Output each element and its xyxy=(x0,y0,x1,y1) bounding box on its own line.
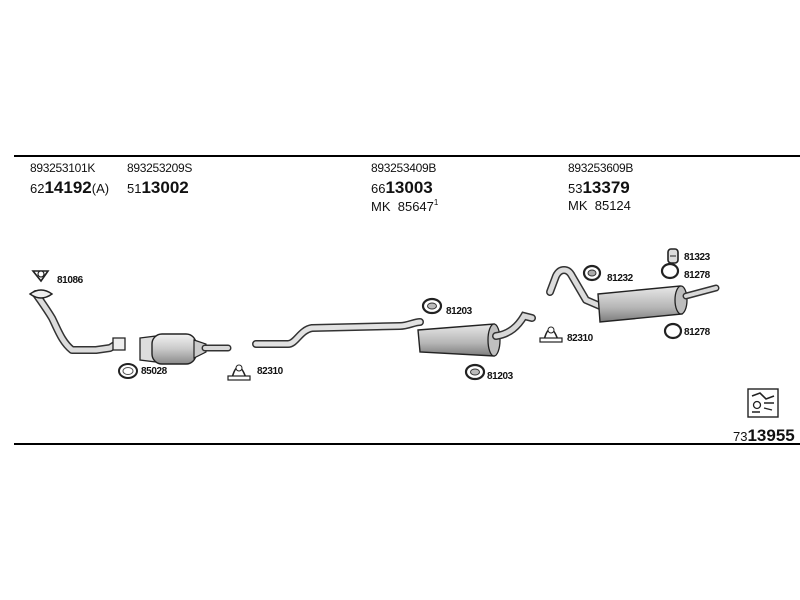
part-number-main: 14192 xyxy=(44,178,92,197)
mk-label: MK xyxy=(371,199,391,214)
label-ring-rear-left[interactable]: 81232 xyxy=(607,273,633,284)
exhaust-kit-icon xyxy=(747,388,779,418)
mk-number: 85124 xyxy=(594,198,631,213)
part-number[interactable]: 5313379 xyxy=(568,179,633,196)
set-number-prefix: 73 xyxy=(733,429,748,444)
label-ring-rear-top[interactable]: 81278 xyxy=(684,270,710,281)
oe-code: 893253409B xyxy=(371,161,437,175)
part-number-main: 13003 xyxy=(385,178,433,197)
rear-muffler[interactable] xyxy=(546,266,720,323)
label-ring-mid-top[interactable]: 81203 xyxy=(446,306,472,317)
mk-label: MK xyxy=(568,198,588,213)
mk-number: 85647 xyxy=(397,199,434,214)
oe-code: 893253609B xyxy=(568,161,634,175)
rear-hanger[interactable] xyxy=(667,248,679,264)
rear-ring-top[interactable] xyxy=(660,262,680,280)
middle-ring-top[interactable] xyxy=(421,297,443,315)
mounting-kit[interactable]: MK 856471 xyxy=(371,198,439,214)
label-ring-rear-bottom[interactable]: 81278 xyxy=(684,327,710,338)
label-ring-mid-bottom[interactable]: 81203 xyxy=(487,371,513,382)
part-prefix: 53 xyxy=(568,181,583,196)
set-number-main: 13955 xyxy=(747,426,795,445)
oe-code: 893253209S xyxy=(127,161,193,175)
right-clamp[interactable] xyxy=(539,326,563,343)
part-number[interactable]: 6214192(A) xyxy=(30,179,109,196)
label-ring-front[interactable]: 85028 xyxy=(141,366,167,377)
part-prefix: 51 xyxy=(127,181,142,196)
part-suffix: (A) xyxy=(91,181,110,196)
label-clamp-right[interactable]: 82310 xyxy=(567,333,593,344)
header-group-middle-muffler: 893253409B 6613003 MK 856471 xyxy=(371,162,438,213)
mounting-kit[interactable]: MK 85124 xyxy=(568,199,633,212)
bottom-rule xyxy=(14,443,800,445)
middle-muffler[interactable] xyxy=(417,311,536,357)
middle-ring-bottom[interactable] xyxy=(464,363,486,381)
catalytic-converter[interactable] xyxy=(139,333,232,365)
top-rule xyxy=(14,155,800,157)
part-prefix: 62 xyxy=(30,181,45,196)
part-prefix: 66 xyxy=(371,181,386,196)
front-gasket[interactable] xyxy=(31,270,50,283)
label-gasket-front[interactable]: 81086 xyxy=(57,275,83,286)
intermediate-pipe[interactable] xyxy=(252,318,424,348)
mk-footnote: 1 xyxy=(433,198,439,207)
part-number-main: 13379 xyxy=(582,178,630,197)
label-clamp-left[interactable]: 82310 xyxy=(257,366,283,377)
header-group-front-pipe: 893253101K 6214192(A) xyxy=(30,162,109,199)
oe-code: 893253101K xyxy=(30,161,96,175)
set-number[interactable]: 7313955 xyxy=(733,427,795,444)
left-clamp[interactable] xyxy=(227,364,251,381)
rear-ring-left[interactable] xyxy=(582,264,602,282)
front-pipe[interactable] xyxy=(28,289,126,354)
rear-ring-bottom[interactable] xyxy=(663,322,683,340)
header-group-rear-muffler: 893253609B 5313379 MK 85124 xyxy=(568,162,633,212)
label-hanger-top[interactable]: 81323 xyxy=(684,252,710,263)
part-number-main: 13002 xyxy=(141,178,189,197)
front-ring[interactable] xyxy=(118,363,138,379)
part-number[interactable]: 6613003 xyxy=(371,179,438,196)
part-number[interactable]: 5113002 xyxy=(127,179,192,196)
header-group-catalyst: 893253209S 5113002 xyxy=(127,162,192,199)
